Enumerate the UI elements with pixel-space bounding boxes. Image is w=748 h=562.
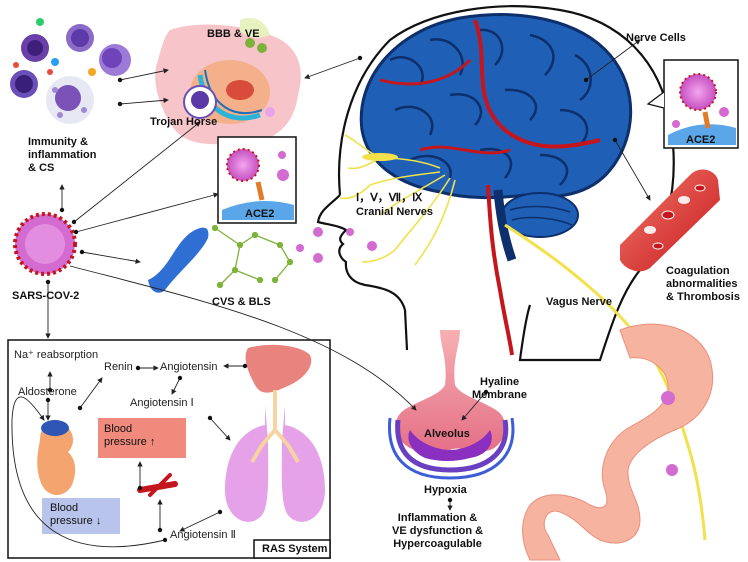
brain (359, 13, 633, 356)
liver (245, 344, 312, 393)
coagulation-label: Coagulation abnormalities & Thrombosis (666, 265, 740, 304)
ras-angiotensin1-label: Angiotensin Ⅰ (130, 397, 194, 409)
cranial-nerves (339, 134, 456, 266)
sars-cov-2-virus (13, 212, 77, 276)
ras-bp-up-line-2: pressure ↑ (104, 436, 156, 448)
immune-cells (10, 18, 131, 124)
coagulation-line-2: abnormalities (666, 278, 738, 290)
ras-aldosterone-label: Aldosterone (18, 386, 77, 398)
hyaline-label: Hyaline Membrane (472, 376, 527, 402)
gastrointestinal-tract (522, 323, 714, 561)
ras-system-box (7, 339, 331, 559)
ras-bp-down-line-2: pressure ↓ (50, 515, 102, 527)
immunity-line-2: inflammation (28, 149, 97, 161)
ras-na-label: Na⁺ reabsorption (14, 349, 99, 361)
nerve-cells-label: Nerve Cells (626, 32, 686, 44)
ras-renin-label: Renin (104, 361, 133, 373)
ras-title-box (253, 539, 331, 559)
bp-down-box (42, 498, 120, 534)
ace2-center-label: ACE2 (245, 208, 275, 220)
alveolus-label: Alveolus (424, 428, 470, 440)
connectors (11, 39, 651, 548)
ras-angiotensin2-label: Angiotensin Ⅱ (170, 529, 236, 541)
ras-bp-down-line-1: Blood (50, 502, 79, 514)
outcome-line-2: VE dysfunction & (392, 525, 484, 537)
ace2-right-label: ACE2 (686, 134, 716, 146)
outcome-line-1: Inflammation & (397, 512, 478, 524)
ace2-virus-center (222, 148, 294, 220)
ras-title-label: RAS System (262, 543, 328, 555)
bbb-ve-label: BBB & VE (207, 28, 260, 40)
ras-angiotensin-label: Angiotensin (160, 361, 218, 373)
ras-bp-up-label: Blood pressure ↑ (104, 423, 155, 449)
cranial-nerves-label: Cranial Nerves (356, 206, 434, 218)
ras-bp-up-line-1: Blood (104, 423, 133, 435)
coagulation-line-3: & Thrombosis (666, 291, 740, 303)
trojan-horse-label: Trojan Horse (150, 116, 218, 128)
blood-vessel (620, 169, 720, 272)
immunity-line-3: & CS (28, 162, 55, 174)
kidney (37, 420, 76, 496)
alveolus-drawing (387, 330, 515, 480)
outcome-label: Inflammation & VE dysfunction & Hypercoa… (392, 512, 483, 551)
head-outline (316, 5, 675, 362)
ras-bp-down-label: Blood pressure ↓ (50, 502, 101, 528)
ras-vessel (137, 473, 178, 497)
coagulation-line-1: Coagulation (666, 265, 730, 277)
sars-label: SARS-COV-2 (12, 290, 80, 302)
vagus-label: Vagus Nerve (546, 296, 613, 308)
ace2-virus-right (668, 73, 736, 145)
cvs-bls-label: CVS & BLS (212, 296, 271, 308)
immunity-label: Immunity & inflammation & CS (28, 136, 96, 175)
lungs (225, 390, 325, 522)
face-viruses (296, 227, 377, 263)
hyaline-line-1: Hyaline (480, 376, 520, 388)
immunity-line-1: Immunity & (28, 136, 88, 148)
cvs-bls (148, 224, 294, 293)
hyaline-line-2: Membrane (472, 389, 528, 401)
cranial-numbers-label: Ⅰ，Ⅴ，Ⅶ，Ⅸ (356, 192, 423, 204)
bbb-endothelial-cell (155, 17, 301, 145)
hypoxia-label: Hypoxia (424, 484, 467, 496)
connector-dots (45, 55, 618, 543)
bp-up-box (98, 418, 186, 458)
outcome-line-3: Hypercoagulable (393, 538, 482, 550)
callout-pointer (646, 91, 665, 109)
vagus-nerve (504, 223, 707, 541)
